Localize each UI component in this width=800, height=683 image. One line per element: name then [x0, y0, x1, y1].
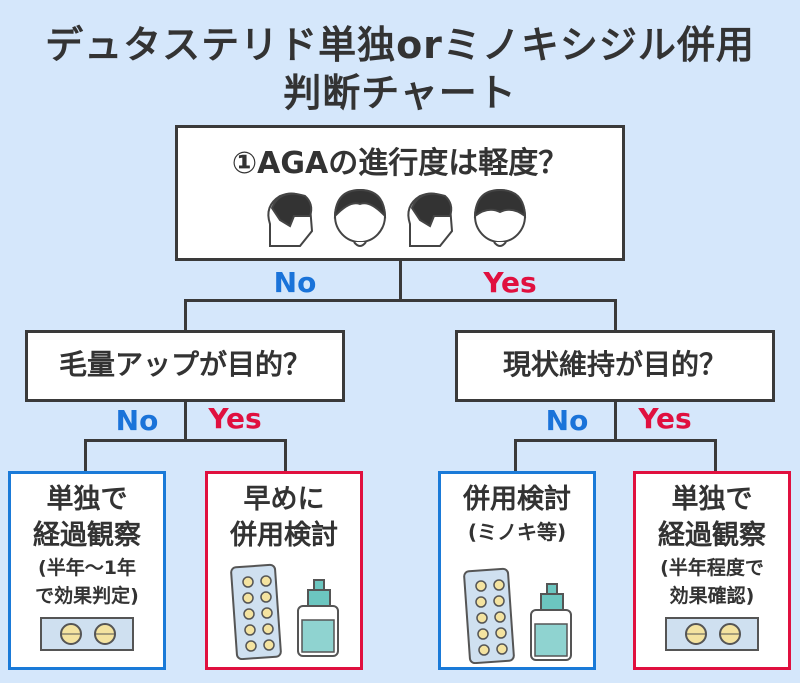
- leaf-note2: で効果判定): [35, 585, 139, 607]
- right-no-label: No: [545, 404, 589, 437]
- root-yes-label: Yes: [483, 266, 537, 299]
- leaf-monotherapy-confirm: 単独で 経過観察 (半年程度で 効果確認): [633, 471, 791, 670]
- leaf-line2: 経過観察: [33, 520, 141, 551]
- leaf-note1: (半年〜1年: [38, 557, 136, 579]
- leaf-line1: 併用検討: [463, 484, 571, 515]
- root-no-label: No: [273, 266, 317, 299]
- leaf-line2: 経過観察: [658, 520, 766, 551]
- pills-and-bottle-icon: [463, 567, 572, 664]
- chart-title-line2: 判断チャート: [283, 71, 517, 115]
- pills-and-bottle-icon: [230, 563, 339, 660]
- leaf-line1: 単独で: [46, 484, 128, 515]
- leaf-combination-minoxidil: 併用検討 (ミノキ等): [438, 471, 596, 670]
- leaf-line1: 単独で: [671, 484, 753, 515]
- left-yes-label: Yes: [208, 402, 262, 435]
- leaf-note2: 効果確認): [669, 585, 755, 607]
- leaf-monotherapy-observe: 単独で 経過観察 (半年〜1年 で効果判定): [8, 471, 166, 670]
- right-yes-label: Yes: [638, 402, 692, 435]
- leaf-note1: (ミノキ等): [467, 520, 567, 544]
- leaf-note1: (半年程度で: [660, 557, 764, 579]
- chart-title-line1: デュタステリド単独orミノキシジル併用: [45, 23, 755, 67]
- mid-right-question: 現状維持が目的？: [455, 330, 775, 402]
- leaf-early-combination: 早めに 併用検討: [205, 471, 363, 670]
- tablet-strip-icon: [40, 617, 134, 651]
- root-question: ①AGAの進行度は軽度？: [231, 146, 569, 181]
- left-no-label: No: [115, 404, 159, 437]
- root-question-box: ①AGAの進行度は軽度？: [175, 125, 625, 261]
- hair-thinning-heads-icon: [267, 188, 527, 247]
- tablet-strip-icon: [665, 617, 759, 651]
- leaf-line2: 併用検討: [230, 520, 338, 551]
- leaf-line1: 早めに: [243, 484, 325, 515]
- mid-left-question: 毛量アップが目的？: [25, 330, 345, 402]
